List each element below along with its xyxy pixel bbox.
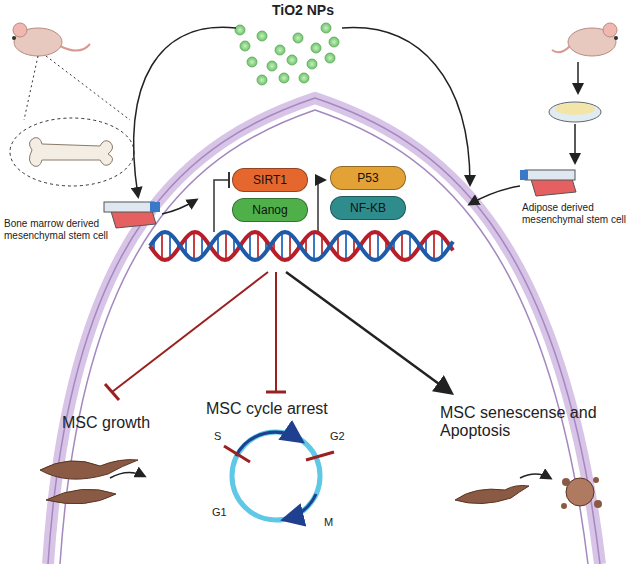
gene-pill: SIRT1 (232, 168, 308, 192)
phase-label: S (214, 430, 234, 443)
gene-pill: P53 (330, 166, 406, 190)
nanoparticle-label: TiO2 NPs (272, 2, 362, 18)
source-label: Bone marrow derived mesenchymal stem cel… (4, 218, 114, 241)
outcome-label: MSC senescense and Apoptosis (440, 404, 620, 441)
gene-name: P53 (357, 171, 378, 185)
phase-label: M (324, 516, 344, 529)
gene-name: NF-KB (350, 201, 386, 215)
phase-label: G1 (212, 506, 236, 519)
gene-pill: Nanog (232, 198, 308, 222)
gene-name: SIRT1 (253, 173, 287, 187)
outcome-label: MSC growth (62, 414, 192, 432)
gene-pill: NF-KB (330, 196, 406, 220)
source-label: Adipose derived mesenchymal stem cell (522, 202, 627, 225)
gene-name: Nanog (252, 203, 287, 217)
phase-label: G2 (330, 430, 354, 443)
outcome-label: MSC cycle arrest (206, 400, 356, 418)
